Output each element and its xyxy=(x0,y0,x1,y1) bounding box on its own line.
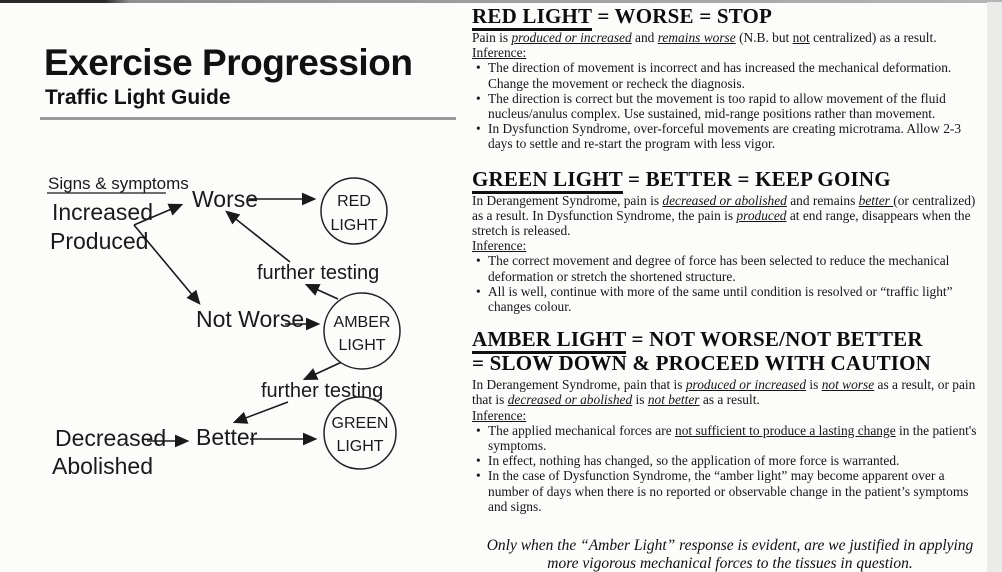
label-increased: Increased xyxy=(52,199,153,225)
bullet-marker: • xyxy=(476,60,481,76)
red-bullet-2: •The direction is correct but the moveme… xyxy=(472,91,988,121)
green-bullet-1: •The correct movement and degree of forc… xyxy=(472,253,988,283)
red-heading-underlined: RED LIGHT xyxy=(472,4,592,31)
green-inference-label: Inference: xyxy=(472,238,527,254)
amber-light-text-line1: AMBER xyxy=(334,314,391,331)
bullet-marker: • xyxy=(476,90,481,106)
label-decreased: Decreased xyxy=(55,425,166,451)
red-intro-paragraph: Pain is produced or increased and remain… xyxy=(472,30,937,45)
label-better: Better xyxy=(196,424,258,450)
amber-bullet-2: •In effect, nothing has changed, so the … xyxy=(472,453,988,468)
scan-artifact-top-line xyxy=(0,0,1002,3)
red-light-text-line1: RED xyxy=(337,193,371,210)
arrow-increased-to-worse xyxy=(133,203,184,226)
green-heading-rest: = BETTER = KEEP GOING xyxy=(622,166,891,191)
red-heading-rest: = WORSE = STOP xyxy=(591,4,773,28)
amber-bullet-3: •In the case of Dysfunction Syndrome, th… xyxy=(472,468,988,514)
green-light-text-line1: GREEN xyxy=(332,415,389,432)
amber-section-heading-line2: = SLOW DOWN & PROCEED WITH CAUTION xyxy=(472,351,932,376)
label-abolished: Abolished xyxy=(52,453,153,479)
green-light-node xyxy=(323,396,397,470)
green-intro-paragraph: In Derangement Syndrome, pain is decreas… xyxy=(472,192,976,239)
bullet-marker: • xyxy=(476,453,481,469)
bullet-marker: • xyxy=(476,253,481,269)
green-light-section: GREEN LIGHT = BETTER = KEEP GOING In Der… xyxy=(472,166,988,315)
label-produced: Produced xyxy=(50,228,148,254)
label-further-testing-bottom: further testing xyxy=(261,380,383,402)
arrow-amber-to-further-testing-top xyxy=(304,284,339,300)
arrow-amber-to-further-testing-bottom xyxy=(302,360,345,381)
amber-light-node xyxy=(323,292,401,370)
amber-light-text-line2: LIGHT xyxy=(338,337,385,354)
bullet-marker: • xyxy=(476,422,481,438)
label-not-worse: Not Worse xyxy=(196,306,304,332)
amber-intro-paragraph: In Derangement Syndrome, pain that is pr… xyxy=(472,377,976,408)
page-subtitle: Traffic Light Guide xyxy=(45,86,231,109)
amber-bullet-1: •The applied mechanical forces are not s… xyxy=(472,423,988,453)
amber-section-heading-line1: AMBER LIGHT = NOT WORSE/NOT BETTER xyxy=(472,327,988,355)
scan-artifact-right-edge xyxy=(987,2,1002,572)
green-section-heading: GREEN LIGHT = BETTER = KEEP GOING xyxy=(472,166,988,194)
amber-light-section: AMBER LIGHT = NOT WORSE/NOT BETTER = SLO… xyxy=(472,327,988,514)
arrow-further-testing-to-worse xyxy=(225,210,291,263)
left-panel: Exercise Progression Traffic Light Guide… xyxy=(0,0,470,572)
label-further-testing-top: further testing xyxy=(257,262,379,284)
amber-inference-label: Inference: xyxy=(472,407,527,423)
amber-heading-underlined: AMBER LIGHT xyxy=(472,327,627,355)
red-inference-label: Inference: xyxy=(472,45,527,61)
red-light-text-line2: LIGHT xyxy=(330,217,377,234)
bullet-marker: • xyxy=(476,121,481,137)
arrow-increased-to-not-worse xyxy=(133,224,201,305)
label-worse: Worse xyxy=(192,186,258,212)
red-bullet-1: •The direction of movement is incorrect … xyxy=(472,60,988,90)
amber-heading-rest: = NOT WORSE/NOT BETTER xyxy=(626,327,923,352)
right-panel: RED LIGHT = WORSE = STOP Pain is produce… xyxy=(472,4,988,572)
bullet-marker: • xyxy=(476,283,481,299)
closing-italic-note: Only when the “Amber Light” response is … xyxy=(486,537,974,572)
arrow-further-testing-to-better xyxy=(232,401,289,424)
signs-symptoms-label: Signs & symptoms xyxy=(48,174,189,193)
green-bullet-2: •All is well, continue with more of the … xyxy=(472,284,988,314)
red-light-node xyxy=(320,177,388,245)
page-title: Exercise Progression xyxy=(44,42,413,83)
title-divider xyxy=(40,117,456,120)
red-light-section: RED LIGHT = WORSE = STOP Pain is produce… xyxy=(472,4,988,152)
green-light-text-line2: LIGHT xyxy=(336,438,383,455)
green-heading-underlined: GREEN LIGHT xyxy=(472,166,623,194)
red-bullet-3: •In Dysfunction Syndrome, over-forceful … xyxy=(472,121,988,151)
bullet-marker: • xyxy=(476,468,481,484)
traffic-light-flowchart: Signs & symptoms Increased Produced Wors… xyxy=(47,174,401,479)
red-section-heading: RED LIGHT = WORSE = STOP xyxy=(472,4,988,31)
